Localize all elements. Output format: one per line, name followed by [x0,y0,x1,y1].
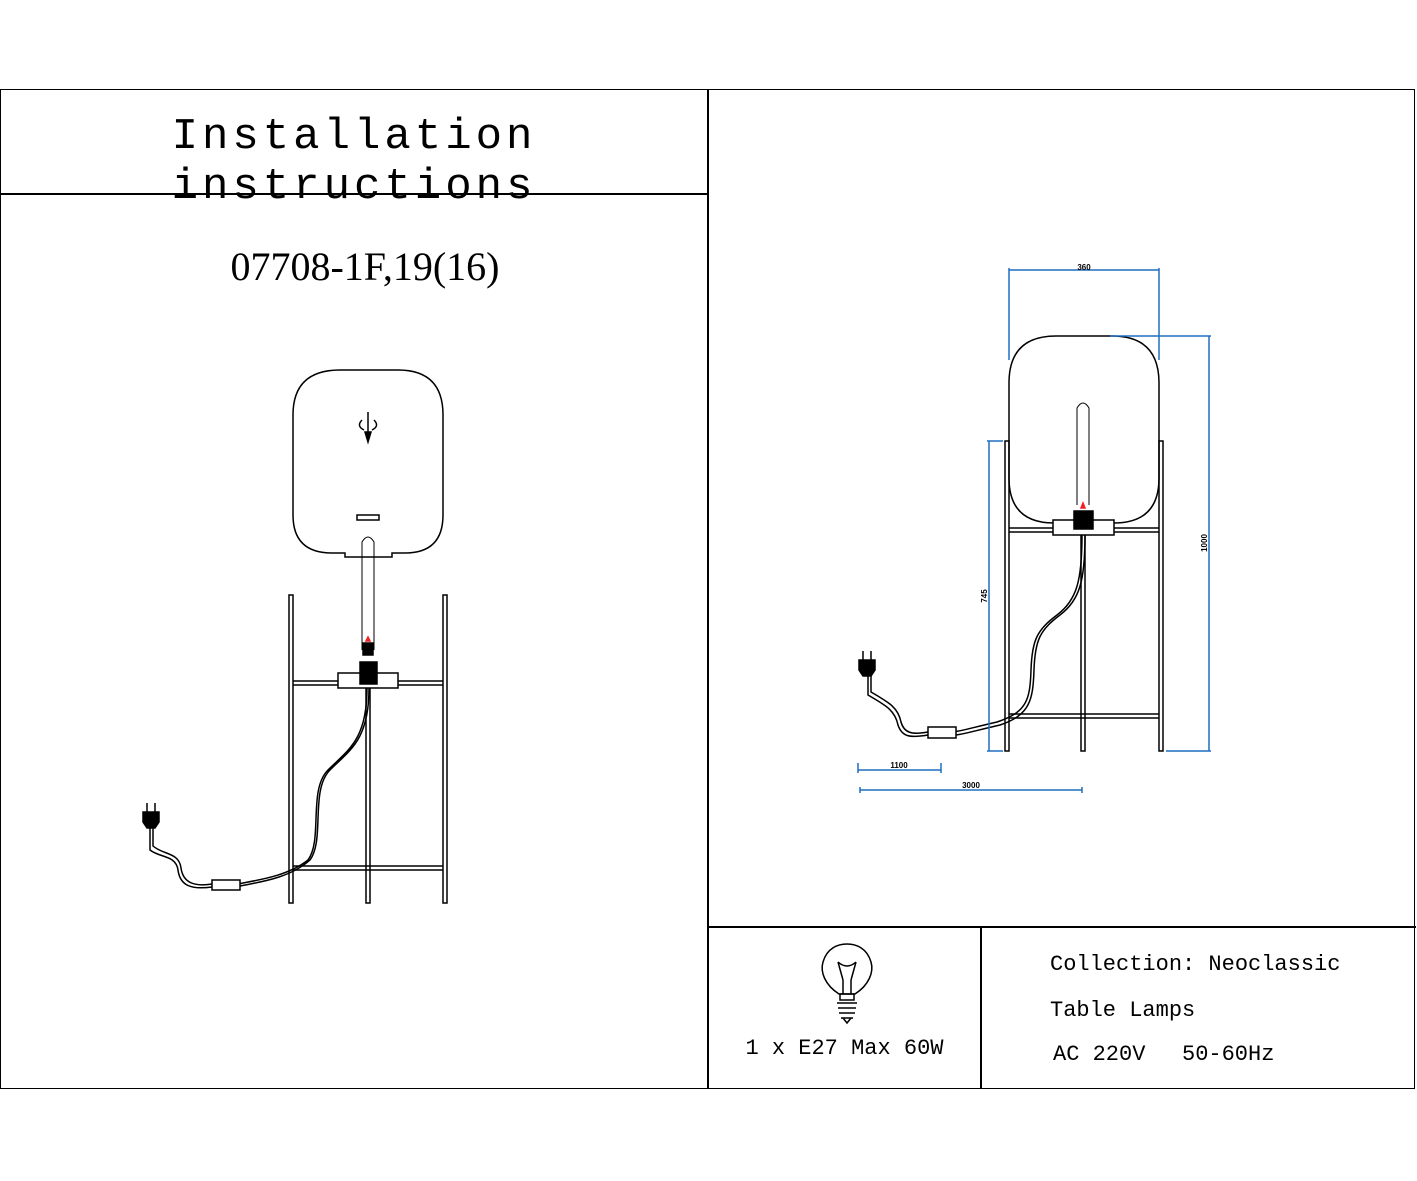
center-divider [707,89,709,1089]
frequency: 50-60Hz [1182,1042,1275,1067]
rotate-icon [358,412,378,445]
footer-column-divider [980,926,982,1089]
dim-frame-height: 745 [980,589,989,603]
voltage: AC 220V [1053,1042,1146,1067]
header-divider [0,193,708,195]
dim-shade-width: 360 [1077,263,1091,272]
bulb-spec: 1 x E27 Max 60W [745,1036,944,1061]
dim-total-height: 1000 [1200,534,1209,552]
footer-divider [708,926,1416,928]
assembled-lamp-drawing [858,335,1164,752]
exploded-lamp-drawing [142,369,448,904]
collection-name: Collection: Neoclassic [1050,952,1341,977]
dimension-lines [857,268,1211,793]
dim-cord-length: 3000 [962,781,980,790]
model-number: 07708-1F,19(16) [230,244,500,289]
product-category: Table Lamps [1050,998,1196,1023]
dim-switch-cord: 1100 [890,761,908,770]
light-bulb-icon [821,943,873,1025]
page-title: Installation instructions [171,112,537,212]
